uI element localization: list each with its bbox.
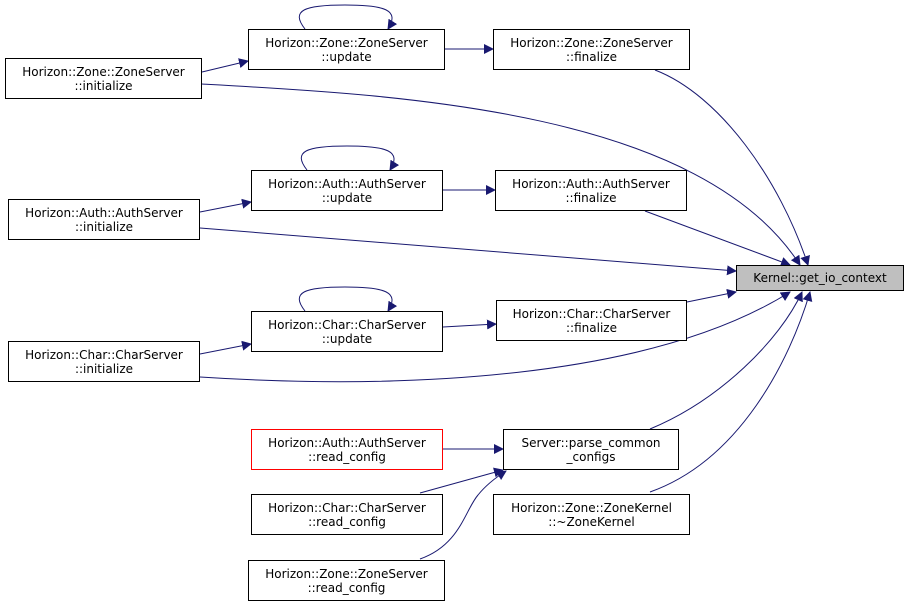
node-label-line2: ::read_config — [308, 514, 386, 529]
node-label-line2: ::initialize — [74, 361, 134, 376]
node-label-line2: ::~ZoneKernel — [548, 514, 635, 529]
node-auth-finalize[interactable]: Horizon::Auth::AuthServer ::finalize — [495, 170, 687, 211]
node-label-line1: Horizon::Zone::ZoneKernel — [511, 500, 672, 515]
edge-auth-init-to-update — [199, 198, 252, 213]
node-label-line2: ::finalize — [566, 49, 617, 64]
edge-char-update-self — [298, 286, 398, 312]
node-char-finalize[interactable]: Horizon::Char::CharServer ::finalize — [496, 300, 687, 341]
node-auth-initialize[interactable]: Horizon::Auth::AuthServer ::initialize — [8, 199, 200, 240]
node-label-line2: ::finalize — [565, 190, 617, 205]
node-label-line1: Horizon::Zone::ZoneServer — [510, 35, 673, 50]
node-label-line1: Horizon::Char::CharServer — [268, 317, 426, 332]
node-label-line1: Horizon::Zone::ZoneServer — [265, 566, 428, 581]
edge-char-finalize-to-target — [686, 288, 737, 303]
node-label-line2: ::initialize — [74, 219, 134, 234]
edge-char-init-to-target — [199, 291, 791, 383]
edge-char-init-to-update — [199, 340, 252, 355]
edge-auth-init-to-target — [199, 227, 737, 276]
edge-char-readconfig-to-parse — [419, 467, 504, 494]
edge-zone-update-self — [298, 4, 398, 30]
edge-char-update-to-finalize — [442, 319, 497, 330]
node-char-initialize[interactable]: Horizon::Char::CharServer ::initialize — [8, 341, 200, 382]
node-label-line2: ::update — [321, 49, 372, 64]
node-label-line2: ::read_config — [308, 449, 386, 464]
node-label-line1: Horizon::Auth::AuthServer — [512, 176, 670, 191]
node-label-line1: Server::parse_common — [521, 435, 661, 450]
node-auth-read-config[interactable]: Horizon::Auth::AuthServer ::read_config — [251, 429, 443, 470]
node-auth-update[interactable]: Horizon::Auth::AuthServer ::update — [251, 170, 443, 211]
node-label-line1: Horizon::Auth::AuthServer — [268, 435, 426, 450]
node-char-update[interactable]: Horizon::Char::CharServer ::update — [251, 311, 443, 352]
edge-zonekernel-dtor-to-target — [649, 291, 813, 493]
edge-auth-update-self — [300, 145, 400, 171]
node-zone-read-config[interactable]: Horizon::Zone::ZoneServer ::read_config — [248, 560, 445, 601]
edge-zone-finalize-to-target — [654, 69, 810, 266]
node-label-line2: ::read_config — [307, 580, 386, 595]
node-label-line1: Horizon::Zone::ZoneServer — [22, 64, 185, 79]
node-label-line1: Horizon::Char::CharServer — [25, 347, 183, 362]
node-label: Kernel::get_io_context — [753, 271, 887, 285]
edge-zone-init-to-target — [201, 83, 801, 266]
node-label-line2: ::update — [321, 190, 373, 205]
edge-auth-finalize-to-target — [644, 210, 791, 267]
edge-zone-init-to-update — [201, 58, 249, 73]
edge-parse-to-target — [649, 291, 803, 430]
node-parse-common-configs[interactable]: Server::parse_common _configs — [503, 429, 679, 470]
node-zone-initialize[interactable]: Horizon::Zone::ZoneServer ::initialize — [5, 58, 202, 99]
node-label-line2: ::finalize — [566, 320, 617, 335]
node-label-line2: ::update — [321, 331, 373, 346]
node-label-line1: Horizon::Auth::AuthServer — [268, 176, 426, 191]
node-zone-finalize[interactable]: Horizon::Zone::ZoneServer ::finalize — [493, 29, 690, 70]
edge-zone-readconfig-to-parse — [419, 470, 507, 560]
node-label-line1: Horizon::Auth::AuthServer — [25, 205, 183, 220]
node-label-line2: _configs — [566, 449, 616, 464]
node-label-line1: Horizon::Zone::ZoneServer — [265, 35, 428, 50]
node-kernel-get-io-context: Kernel::get_io_context — [736, 265, 904, 291]
node-zone-update[interactable]: Horizon::Zone::ZoneServer ::update — [248, 29, 445, 70]
node-label-line1: Horizon::Char::CharServer — [268, 500, 426, 515]
node-zone-kernel-destructor[interactable]: Horizon::Zone::ZoneKernel ::~ZoneKernel — [493, 494, 690, 535]
node-label-line1: Horizon::Char::CharServer — [512, 306, 671, 321]
node-label-line2: ::initialize — [74, 78, 133, 93]
node-char-read-config[interactable]: Horizon::Char::CharServer ::read_config — [251, 494, 443, 535]
